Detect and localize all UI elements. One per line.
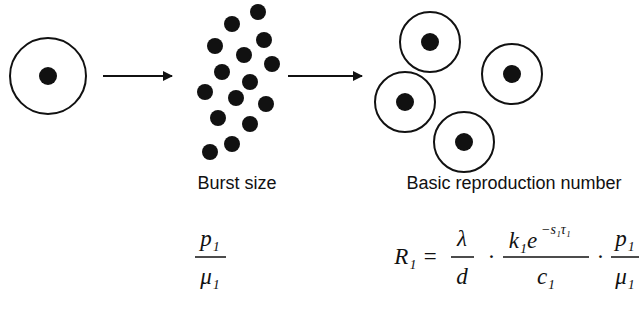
formula-denominator: μ₁ bbox=[200, 264, 220, 289]
formula-symbol: R₁ = bbox=[394, 244, 437, 269]
formula-denominator: d bbox=[456, 264, 468, 289]
caption-label: Burst size bbox=[197, 174, 276, 194]
formula-denominator: μ₁ bbox=[615, 264, 635, 289]
formula-exponent: −s₁τ₁ bbox=[541, 222, 571, 237]
formula-operator: · bbox=[488, 244, 494, 269]
formula-numerator: p₁ bbox=[200, 226, 220, 251]
formula-numerator: p₁ bbox=[615, 226, 635, 251]
formula-operator: · bbox=[597, 244, 603, 269]
formula-denominator: c₁ bbox=[537, 264, 555, 289]
formula-numerator: k₁e bbox=[509, 228, 537, 253]
caption-label: Basic reproduction number bbox=[406, 174, 621, 194]
formula-numerator: λ bbox=[457, 226, 467, 251]
